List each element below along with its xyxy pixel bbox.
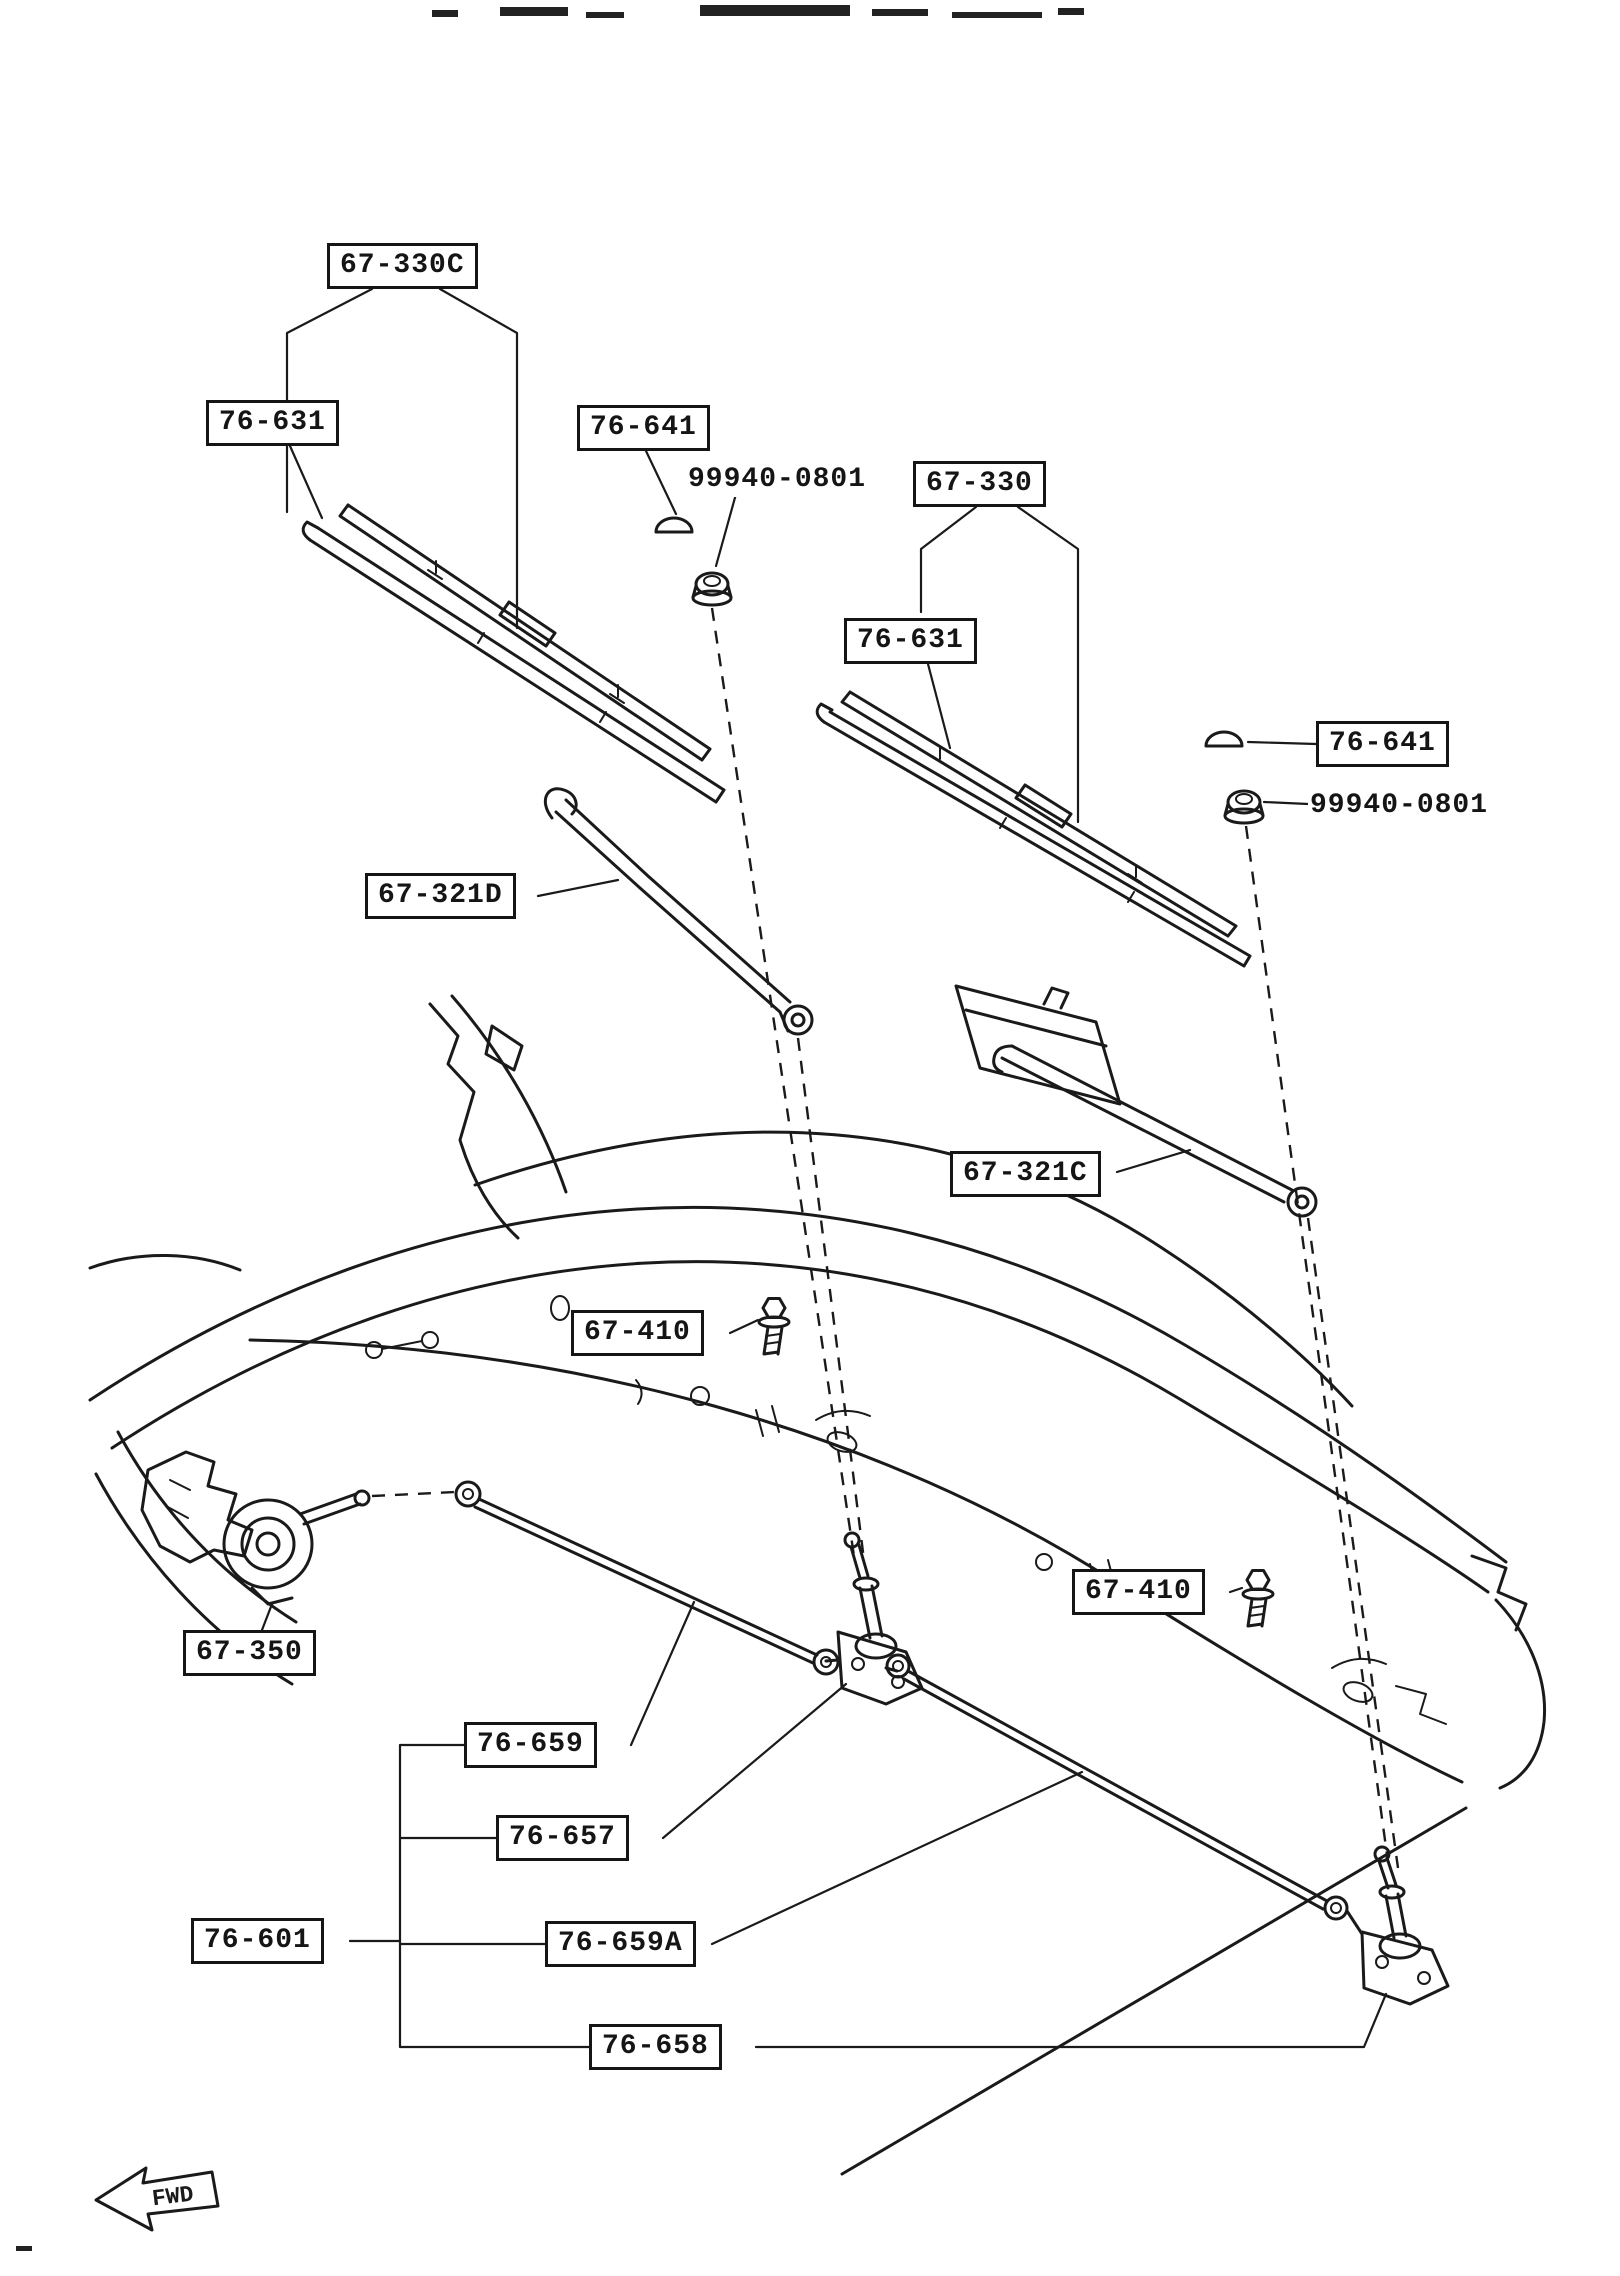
pivot-assembly-secondary xyxy=(1345,1845,1450,2006)
fwd-arrow: FWD xyxy=(94,2166,220,2232)
callout-99940-0801-left[interactable]: 99940-0801 xyxy=(686,462,869,497)
wiper-blade-right xyxy=(815,690,1252,968)
bolt-screw-upper xyxy=(757,1297,791,1356)
wiper-arm-right xyxy=(954,984,1318,1218)
wiper-blade-left xyxy=(301,503,726,804)
callout-76-641-left[interactable]: 76-641 xyxy=(577,405,710,451)
callout-99940-0801-right[interactable]: 99940-0801 xyxy=(1308,788,1491,823)
air-deflector xyxy=(954,984,1122,1106)
callout-76-631-right[interactable]: 76-631 xyxy=(844,618,977,664)
link-rod-primary xyxy=(454,1480,840,1676)
callout-76-659A[interactable]: 76-659A xyxy=(545,1921,696,1967)
callout-76-658[interactable]: 76-658 xyxy=(589,2024,722,2070)
callout-67-321D[interactable]: 67-321D xyxy=(365,873,516,919)
callout-67-321C[interactable]: 67-321C xyxy=(950,1151,1101,1197)
pivot-assembly-primary xyxy=(824,1531,924,1706)
cowl-details xyxy=(365,1295,1447,1725)
pivot-nut-left xyxy=(691,571,733,607)
callout-76-659[interactable]: 76-659 xyxy=(464,1722,597,1768)
callout-76-601[interactable]: 76-601 xyxy=(191,1918,324,1964)
pivot-nut-right xyxy=(1223,789,1265,825)
scan-noise xyxy=(16,5,1084,2251)
callout-leader-lines xyxy=(260,287,1388,2049)
callout-76-657[interactable]: 76-657 xyxy=(496,1815,629,1861)
assembly-alignment-lines xyxy=(710,607,1400,1869)
callout-76-631-left[interactable]: 76-631 xyxy=(206,400,339,446)
callout-67-410-upper[interactable]: 67-410 xyxy=(571,1310,704,1356)
bolt-screw-right xyxy=(1241,1569,1275,1628)
callout-67-350[interactable]: 67-350 xyxy=(183,1630,316,1676)
callout-67-330C[interactable]: 67-330C xyxy=(327,243,478,289)
callout-67-330[interactable]: 67-330 xyxy=(913,461,1046,507)
callout-76-641-right[interactable]: 76-641 xyxy=(1316,721,1449,767)
pivot-cap-left xyxy=(654,516,694,534)
callout-67-410-right[interactable]: 67-410 xyxy=(1072,1569,1205,1615)
pivot-cap-right xyxy=(1204,730,1244,748)
link-rod-secondary xyxy=(885,1653,1349,1921)
fwd-label: FWD xyxy=(151,2181,195,2212)
wiper-arm-left xyxy=(543,787,814,1036)
wiper-motor xyxy=(140,1450,457,1606)
cowl-panel xyxy=(88,994,1547,2176)
